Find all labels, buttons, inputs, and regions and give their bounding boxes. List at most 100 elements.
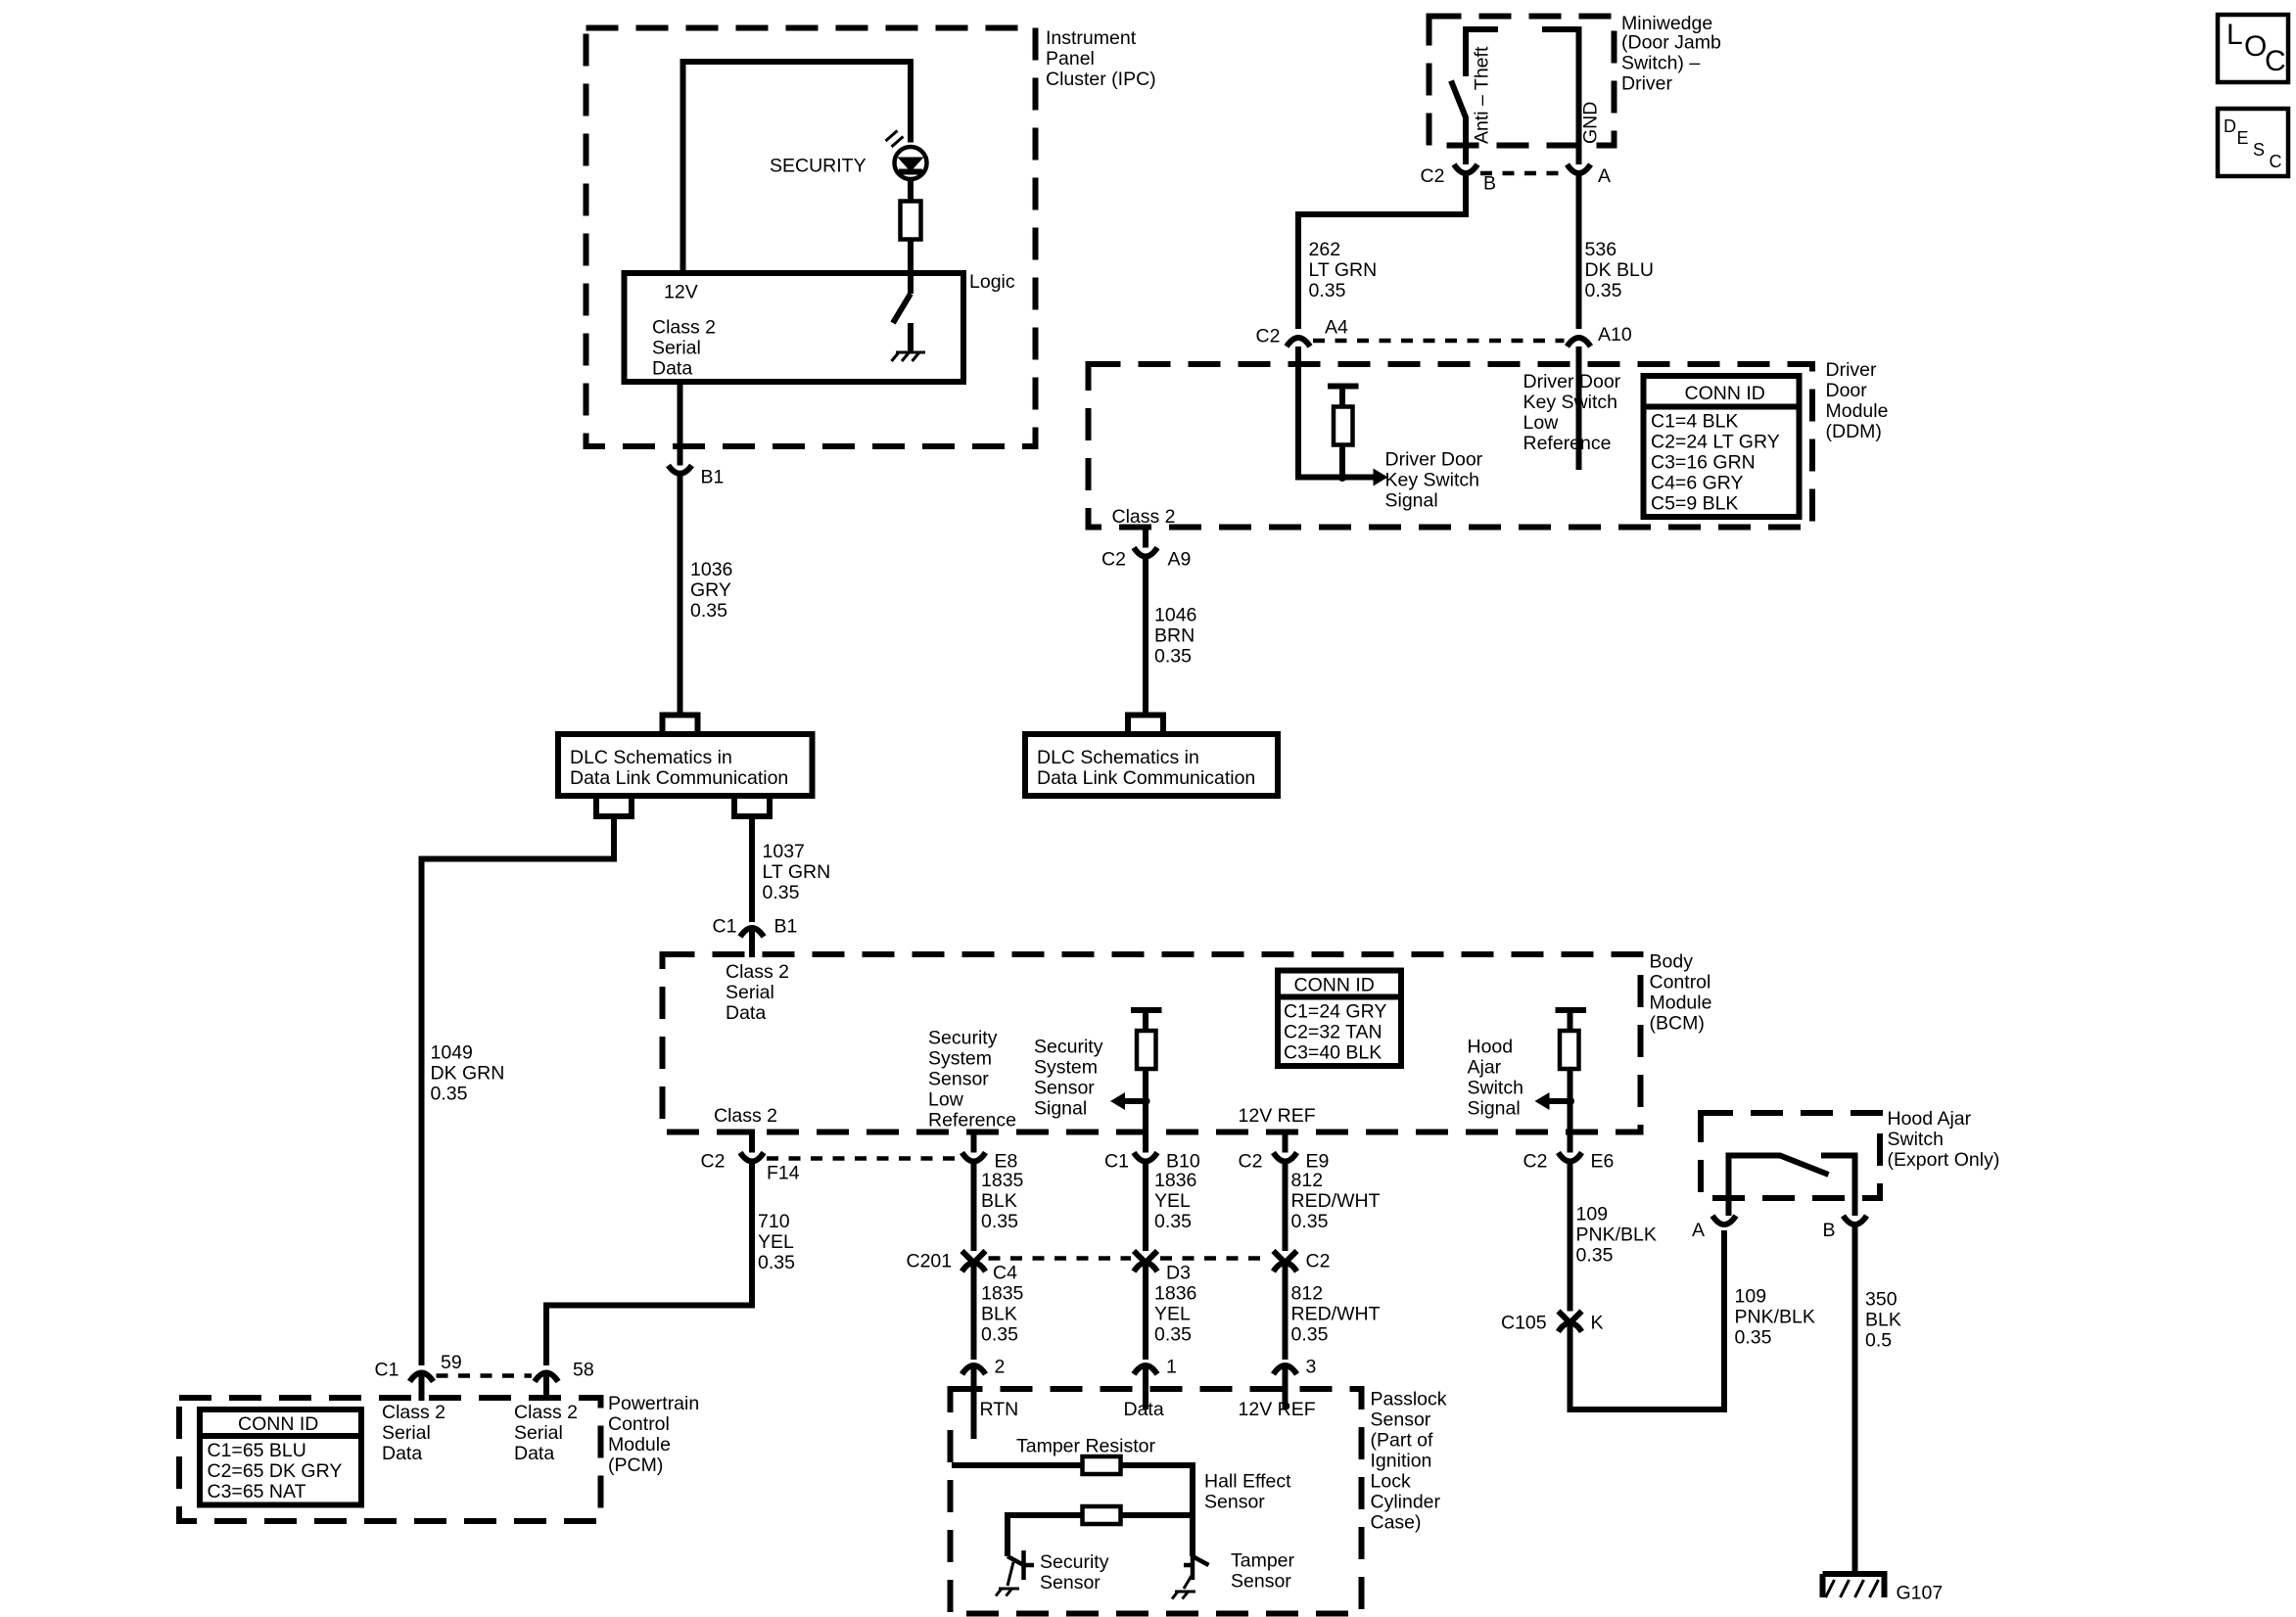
svg-text:Passlock: Passlock [1371, 1389, 1447, 1410]
miniwedge-switch: Miniwedge (Door Jamb Switch) – Driver An… [1426, 13, 1721, 164]
svg-text:0.35: 0.35 [1585, 280, 1622, 301]
svg-text:1836: 1836 [1154, 1283, 1196, 1305]
svg-text:DLC Schematics in: DLC Schematics in [570, 747, 732, 768]
svg-text:(DDM): (DDM) [1826, 421, 1882, 442]
svg-text:Driver Door: Driver Door [1523, 371, 1621, 393]
wire-1835b-label: 1835 BLK 0.35 [981, 1283, 1024, 1346]
svg-text:536: 536 [1585, 239, 1617, 260]
dlc-right-box[interactable]: DLC Schematics in Data Link Communicatio… [1022, 712, 1281, 799]
pcm-conn-id-table: CONN ID C1=65 BLU C2=65 DK GRY C3=65 NAT [197, 1407, 364, 1508]
svg-text:Tamper: Tamper [1231, 1550, 1295, 1572]
svg-text:1835: 1835 [981, 1170, 1024, 1191]
svg-text:A: A [1692, 1220, 1705, 1241]
svg-text:Control: Control [608, 1413, 670, 1435]
svg-text:Sensor: Sensor [1034, 1078, 1095, 1099]
svg-text:C201: C201 [907, 1251, 953, 1272]
svg-text:Reference: Reference [1523, 433, 1612, 454]
wire-1836b-label: 1836 YEL 0.35 [1154, 1283, 1196, 1346]
svg-text:F14: F14 [767, 1163, 800, 1184]
svg-text:Class 2: Class 2 [1112, 506, 1176, 528]
svg-text:E8: E8 [995, 1151, 1018, 1173]
tamper-sensor-transistor-icon [1184, 1550, 1210, 1580]
svg-text:C2=32 TAN: C2=32 TAN [1284, 1022, 1382, 1043]
svg-text:A4: A4 [1325, 317, 1348, 339]
svg-text:2: 2 [995, 1357, 1006, 1378]
svg-text:12V: 12V [664, 282, 698, 303]
dlc-left-box[interactable]: DLC Schematics in Data Link Communicatio… [555, 712, 816, 819]
wire-1046-label: 1046 BRN 0.35 [1154, 605, 1196, 668]
svg-text:PNK/BLK: PNK/BLK [1735, 1307, 1815, 1328]
svg-text:K: K [1591, 1313, 1604, 1334]
svg-text:O: O [2244, 30, 2267, 63]
svg-text:LT GRN: LT GRN [1309, 259, 1378, 281]
wire-350-label: 350 BLK 0.5 [1865, 1289, 1901, 1352]
bcm-hood-resistor-icon [1557, 1028, 1581, 1072]
svg-text:GRY: GRY [690, 579, 731, 601]
svg-text:0.35: 0.35 [1291, 1211, 1329, 1232]
svg-text:System: System [928, 1048, 992, 1070]
svg-text:Security: Security [1034, 1037, 1103, 1058]
svg-text:Class 2: Class 2 [652, 317, 716, 339]
svg-text:YEL: YEL [758, 1231, 794, 1253]
svg-text:D3: D3 [1166, 1263, 1191, 1284]
wire-1836a-label: 1836 YEL 0.35 [1154, 1170, 1196, 1232]
svg-text:Key Switch: Key Switch [1385, 470, 1479, 491]
svg-text:C3=65 NAT: C3=65 NAT [208, 1481, 306, 1502]
svg-text:Data Link Communication: Data Link Communication [570, 767, 788, 789]
wire-1037-label: 1037 LT GRN 0.35 [763, 841, 831, 903]
ipc-module: Instrument Panel Cluster (IPC) 12V Logic… [583, 24, 1156, 466]
svg-text:C2: C2 [1523, 1151, 1548, 1173]
ddm-module: Driver Door Module (DDM) Driver Door Key… [1085, 346, 1888, 548]
svg-text:C1=24 GRY: C1=24 GRY [1284, 1001, 1386, 1023]
svg-text:DK BLU: DK BLU [1585, 259, 1654, 281]
svg-text:A9: A9 [1168, 549, 1192, 571]
svg-text:0.35: 0.35 [690, 600, 727, 622]
svg-text:Data: Data [652, 358, 692, 380]
svg-text:C1: C1 [713, 916, 737, 938]
svg-text:S: S [2253, 140, 2265, 160]
desc-icon[interactable]: D E S C [2215, 106, 2291, 179]
svg-text:109: 109 [1735, 1286, 1767, 1308]
svg-text:C1=65 BLU: C1=65 BLU [208, 1440, 306, 1461]
loc-icon[interactable]: L O C [2215, 12, 2291, 85]
svg-text:Serial: Serial [514, 1422, 563, 1444]
svg-text:0.35: 0.35 [1735, 1327, 1772, 1349]
svg-text:C2: C2 [1101, 549, 1126, 571]
svg-text:Low: Low [1523, 412, 1560, 434]
svg-text:0.35: 0.35 [981, 1324, 1018, 1346]
svg-text:Hood: Hood [1468, 1037, 1514, 1058]
svg-text:Signal: Signal [1468, 1098, 1521, 1120]
svg-text:C1: C1 [1104, 1151, 1129, 1173]
svg-text:BLK: BLK [981, 1304, 1017, 1325]
connector-c1-pcm: C1 59 58 [375, 1352, 594, 1384]
svg-text:Data: Data [726, 1002, 766, 1024]
svg-text:Miniwedge: Miniwedge [1621, 13, 1712, 34]
svg-text:C2: C2 [1256, 326, 1281, 347]
svg-text:Logic: Logic [969, 271, 1015, 293]
svg-text:GND: GND [1580, 102, 1602, 144]
svg-text:DLC Schematics in: DLC Schematics in [1037, 747, 1199, 768]
svg-text:Lock: Lock [1371, 1471, 1411, 1493]
svg-text:Hood Ajar: Hood Ajar [1888, 1108, 1972, 1130]
connector-c2-a4-ddm: C2 A4 A10 [1256, 317, 1632, 348]
svg-text:G107: G107 [1897, 1583, 1944, 1604]
svg-text:Key Switch: Key Switch [1523, 392, 1617, 413]
svg-text:BLK: BLK [981, 1190, 1017, 1212]
svg-text:Sensor: Sensor [1231, 1571, 1291, 1593]
svg-text:Security: Security [1040, 1551, 1109, 1573]
svg-text:C1: C1 [375, 1360, 399, 1381]
svg-text:D: D [2224, 116, 2236, 136]
svg-text:C: C [2270, 152, 2282, 171]
bcm-pullup-resistor-icon [1134, 1028, 1158, 1072]
svg-text:DK GRN: DK GRN [431, 1063, 505, 1085]
svg-text:B: B [1483, 173, 1496, 195]
svg-text:Hall Effect: Hall Effect [1204, 1471, 1291, 1493]
svg-text:Control: Control [1650, 972, 1711, 993]
svg-text:(Door Jamb: (Door Jamb [1621, 32, 1721, 54]
svg-text:RED/WHT: RED/WHT [1291, 1190, 1381, 1212]
svg-text:59: 59 [441, 1352, 462, 1373]
svg-text:B1: B1 [774, 916, 798, 938]
svg-text:Switch: Switch [1888, 1129, 1944, 1150]
pullup-resistor-icon [1331, 404, 1355, 447]
svg-text:350: 350 [1865, 1289, 1898, 1311]
